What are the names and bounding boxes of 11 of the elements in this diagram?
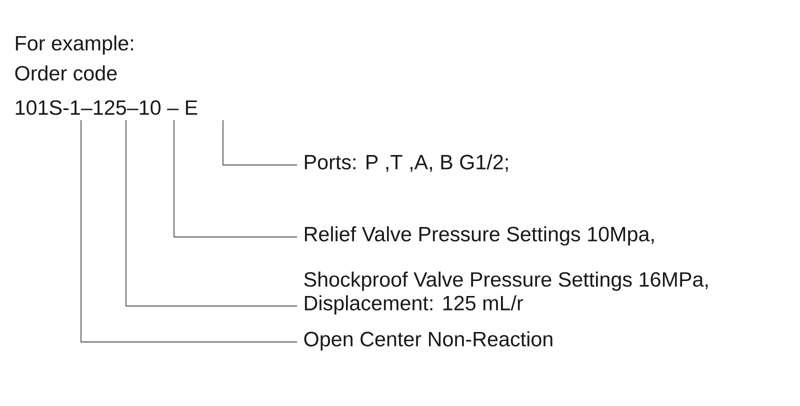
label-text: Order code (15, 65, 117, 81)
order-code: 101S-1–125–10 – E (16, 100, 198, 115)
description-text: Ports: P ,T ,A, B G1/2; (304, 154, 508, 172)
description-text: Displacement: 125 mL/r (304, 295, 524, 315)
description-text: Open Center Non-Reaction (304, 331, 552, 351)
label-text: For example: (16, 35, 133, 55)
description-text: Relief Valve Pressure Settings 10Mpa, Shockproof Valve Pressure Settings 16MPa, (304, 226, 708, 291)
leader-line (174, 120, 298, 238)
leader-line (222, 120, 298, 166)
leader-line (126, 120, 298, 306)
leader-line (80, 120, 298, 342)
